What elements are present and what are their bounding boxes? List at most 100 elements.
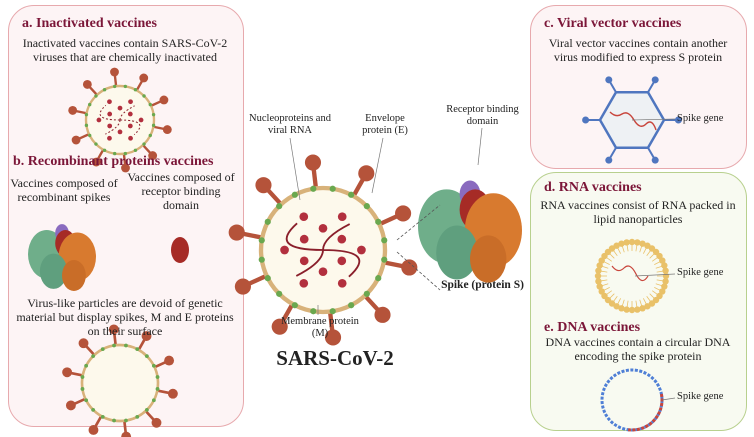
membrane-protein bbox=[102, 88, 107, 92]
spike-head bbox=[65, 400, 76, 411]
spike-head bbox=[304, 154, 322, 171]
membrane-protein bbox=[310, 185, 317, 192]
virus-like-particle-illustration bbox=[62, 324, 178, 437]
vlp-text: Virus-like particles are devoid of genet… bbox=[16, 296, 234, 338]
lipid-head bbox=[598, 288, 605, 295]
lipid-head bbox=[595, 267, 602, 274]
lipid-head bbox=[634, 306, 641, 313]
membrane-protein bbox=[80, 387, 85, 391]
nucleoprotein bbox=[117, 105, 123, 111]
membrane-protein bbox=[91, 407, 96, 412]
membrane-protein bbox=[381, 237, 388, 244]
lipid-head bbox=[662, 278, 669, 285]
vector-knob bbox=[651, 156, 659, 164]
membrane-protein bbox=[151, 398, 156, 403]
panel-a-title: a. Inactivated vaccines bbox=[22, 16, 157, 31]
membrane-protein bbox=[148, 102, 152, 107]
spike-head bbox=[91, 157, 101, 167]
membrane-protein bbox=[94, 94, 98, 98]
membrane-protein bbox=[142, 94, 146, 98]
spike-head bbox=[401, 259, 418, 276]
lipid-head bbox=[595, 278, 602, 285]
leader-line bbox=[661, 397, 676, 401]
spike-head bbox=[374, 306, 391, 323]
nucleoprotein bbox=[107, 135, 112, 141]
lipid-head bbox=[613, 242, 620, 249]
nucleoprotein bbox=[299, 212, 309, 222]
nucleoprotein bbox=[337, 256, 347, 266]
lipid-head bbox=[623, 239, 630, 246]
spike-head bbox=[68, 105, 78, 115]
viral-rna bbox=[99, 104, 141, 136]
lipid-head bbox=[628, 238, 636, 246]
membrane-protein bbox=[100, 347, 105, 352]
lipid-head bbox=[594, 272, 602, 280]
membrane-protein bbox=[84, 123, 89, 128]
spike-head bbox=[162, 125, 172, 135]
membrane-protein bbox=[123, 84, 128, 89]
panel-d-spike-gene-label: Spike gene bbox=[677, 267, 724, 278]
protein-domain bbox=[62, 260, 86, 291]
nucleoprotein bbox=[299, 278, 309, 288]
vector-knob bbox=[605, 156, 613, 164]
viral-rna bbox=[285, 222, 361, 278]
membrane-protein bbox=[84, 398, 89, 403]
membrane-protein bbox=[258, 237, 265, 244]
spike-head bbox=[121, 163, 130, 173]
membrane-protein bbox=[155, 387, 160, 391]
spike-head bbox=[139, 73, 149, 83]
membrane-protein bbox=[291, 302, 298, 309]
membrane-protein bbox=[276, 203, 283, 210]
spike-gene-segment bbox=[627, 393, 664, 432]
label-leader-lines bbox=[289, 118, 676, 401]
virus-membrane bbox=[80, 343, 160, 423]
panel-d-title: d. RNA vaccines bbox=[544, 180, 642, 195]
nucleoprotein bbox=[127, 111, 133, 117]
spike-head bbox=[88, 425, 99, 435]
spike-head bbox=[121, 431, 132, 437]
membrane-protein bbox=[329, 185, 336, 192]
membrane-protein bbox=[348, 302, 355, 309]
membrane-protein-label: Membrane protein(M) bbox=[281, 316, 359, 339]
vector-knob bbox=[605, 76, 613, 84]
membrane-protein bbox=[144, 407, 149, 412]
spike-head bbox=[234, 278, 251, 295]
rbd-illustration bbox=[171, 237, 189, 263]
protein-domain bbox=[470, 235, 507, 283]
membrane-protein bbox=[375, 275, 382, 282]
rbd-shape bbox=[171, 237, 189, 263]
membrane-protein bbox=[381, 256, 388, 263]
nucleoprotein bbox=[128, 135, 133, 141]
nucleoprotein bbox=[107, 123, 113, 129]
panel-e-title: e. DNA vaccines bbox=[544, 320, 641, 335]
panel-e-spike-gene-label: Spike gene bbox=[677, 391, 724, 402]
nucleoprotein bbox=[357, 245, 366, 255]
sars-cov-2-title: SARS-CoV-2 bbox=[276, 346, 394, 370]
spike-head bbox=[271, 318, 288, 335]
nucleoprotein bbox=[128, 99, 133, 105]
spike-head bbox=[78, 338, 89, 349]
spike-head bbox=[108, 324, 119, 335]
nucleoprotein bbox=[138, 117, 144, 123]
lipid-head bbox=[644, 303, 651, 310]
zoom-line bbox=[396, 204, 441, 241]
membrane-protein bbox=[258, 256, 265, 263]
spike-head bbox=[110, 67, 119, 77]
membrane-protein bbox=[144, 354, 149, 359]
membrane-protein bbox=[80, 375, 85, 379]
membrane-protein bbox=[94, 142, 98, 146]
spike-head bbox=[148, 151, 158, 160]
lipid-head bbox=[662, 267, 669, 274]
membrane-protein bbox=[91, 354, 96, 359]
membrane-protein bbox=[102, 148, 107, 152]
membrane-protein bbox=[155, 375, 160, 379]
nucleoprotein bbox=[337, 212, 347, 222]
membrane-protein bbox=[151, 363, 156, 368]
membrane-protein bbox=[123, 151, 128, 156]
membrane-protein bbox=[151, 112, 156, 117]
spike-head bbox=[71, 135, 81, 145]
